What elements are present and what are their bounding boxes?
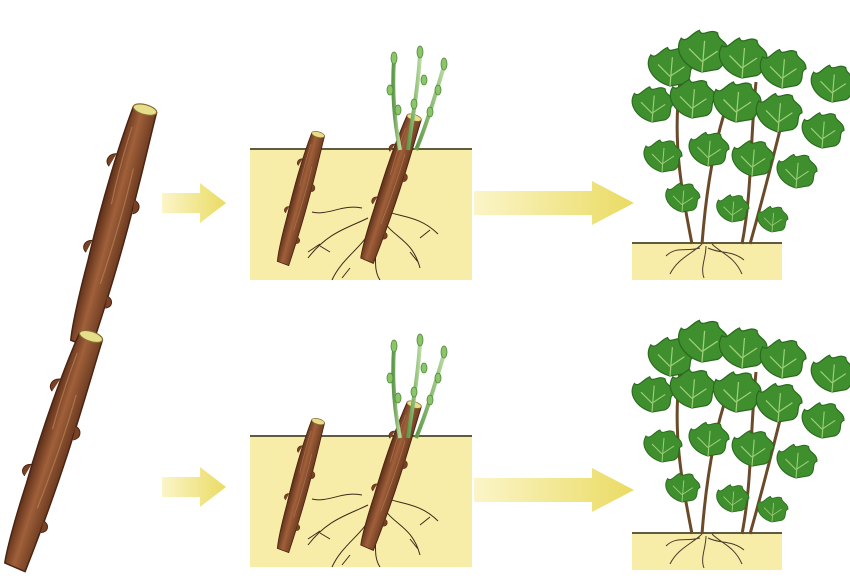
cutting-icon xyxy=(0,323,112,576)
currant-bush-icon xyxy=(632,320,850,570)
currant-bush-icon xyxy=(632,30,850,280)
arrow-right-icon xyxy=(474,468,634,512)
arrow-right-icon xyxy=(162,467,226,507)
rooted-cutting-icon xyxy=(250,397,472,567)
arrow-right-icon xyxy=(162,183,226,223)
row-1 xyxy=(58,30,850,352)
arrow-right-icon xyxy=(474,181,634,225)
cutting-icon xyxy=(58,97,167,352)
rooted-cutting-icon xyxy=(250,110,472,280)
row-2 xyxy=(0,320,850,576)
